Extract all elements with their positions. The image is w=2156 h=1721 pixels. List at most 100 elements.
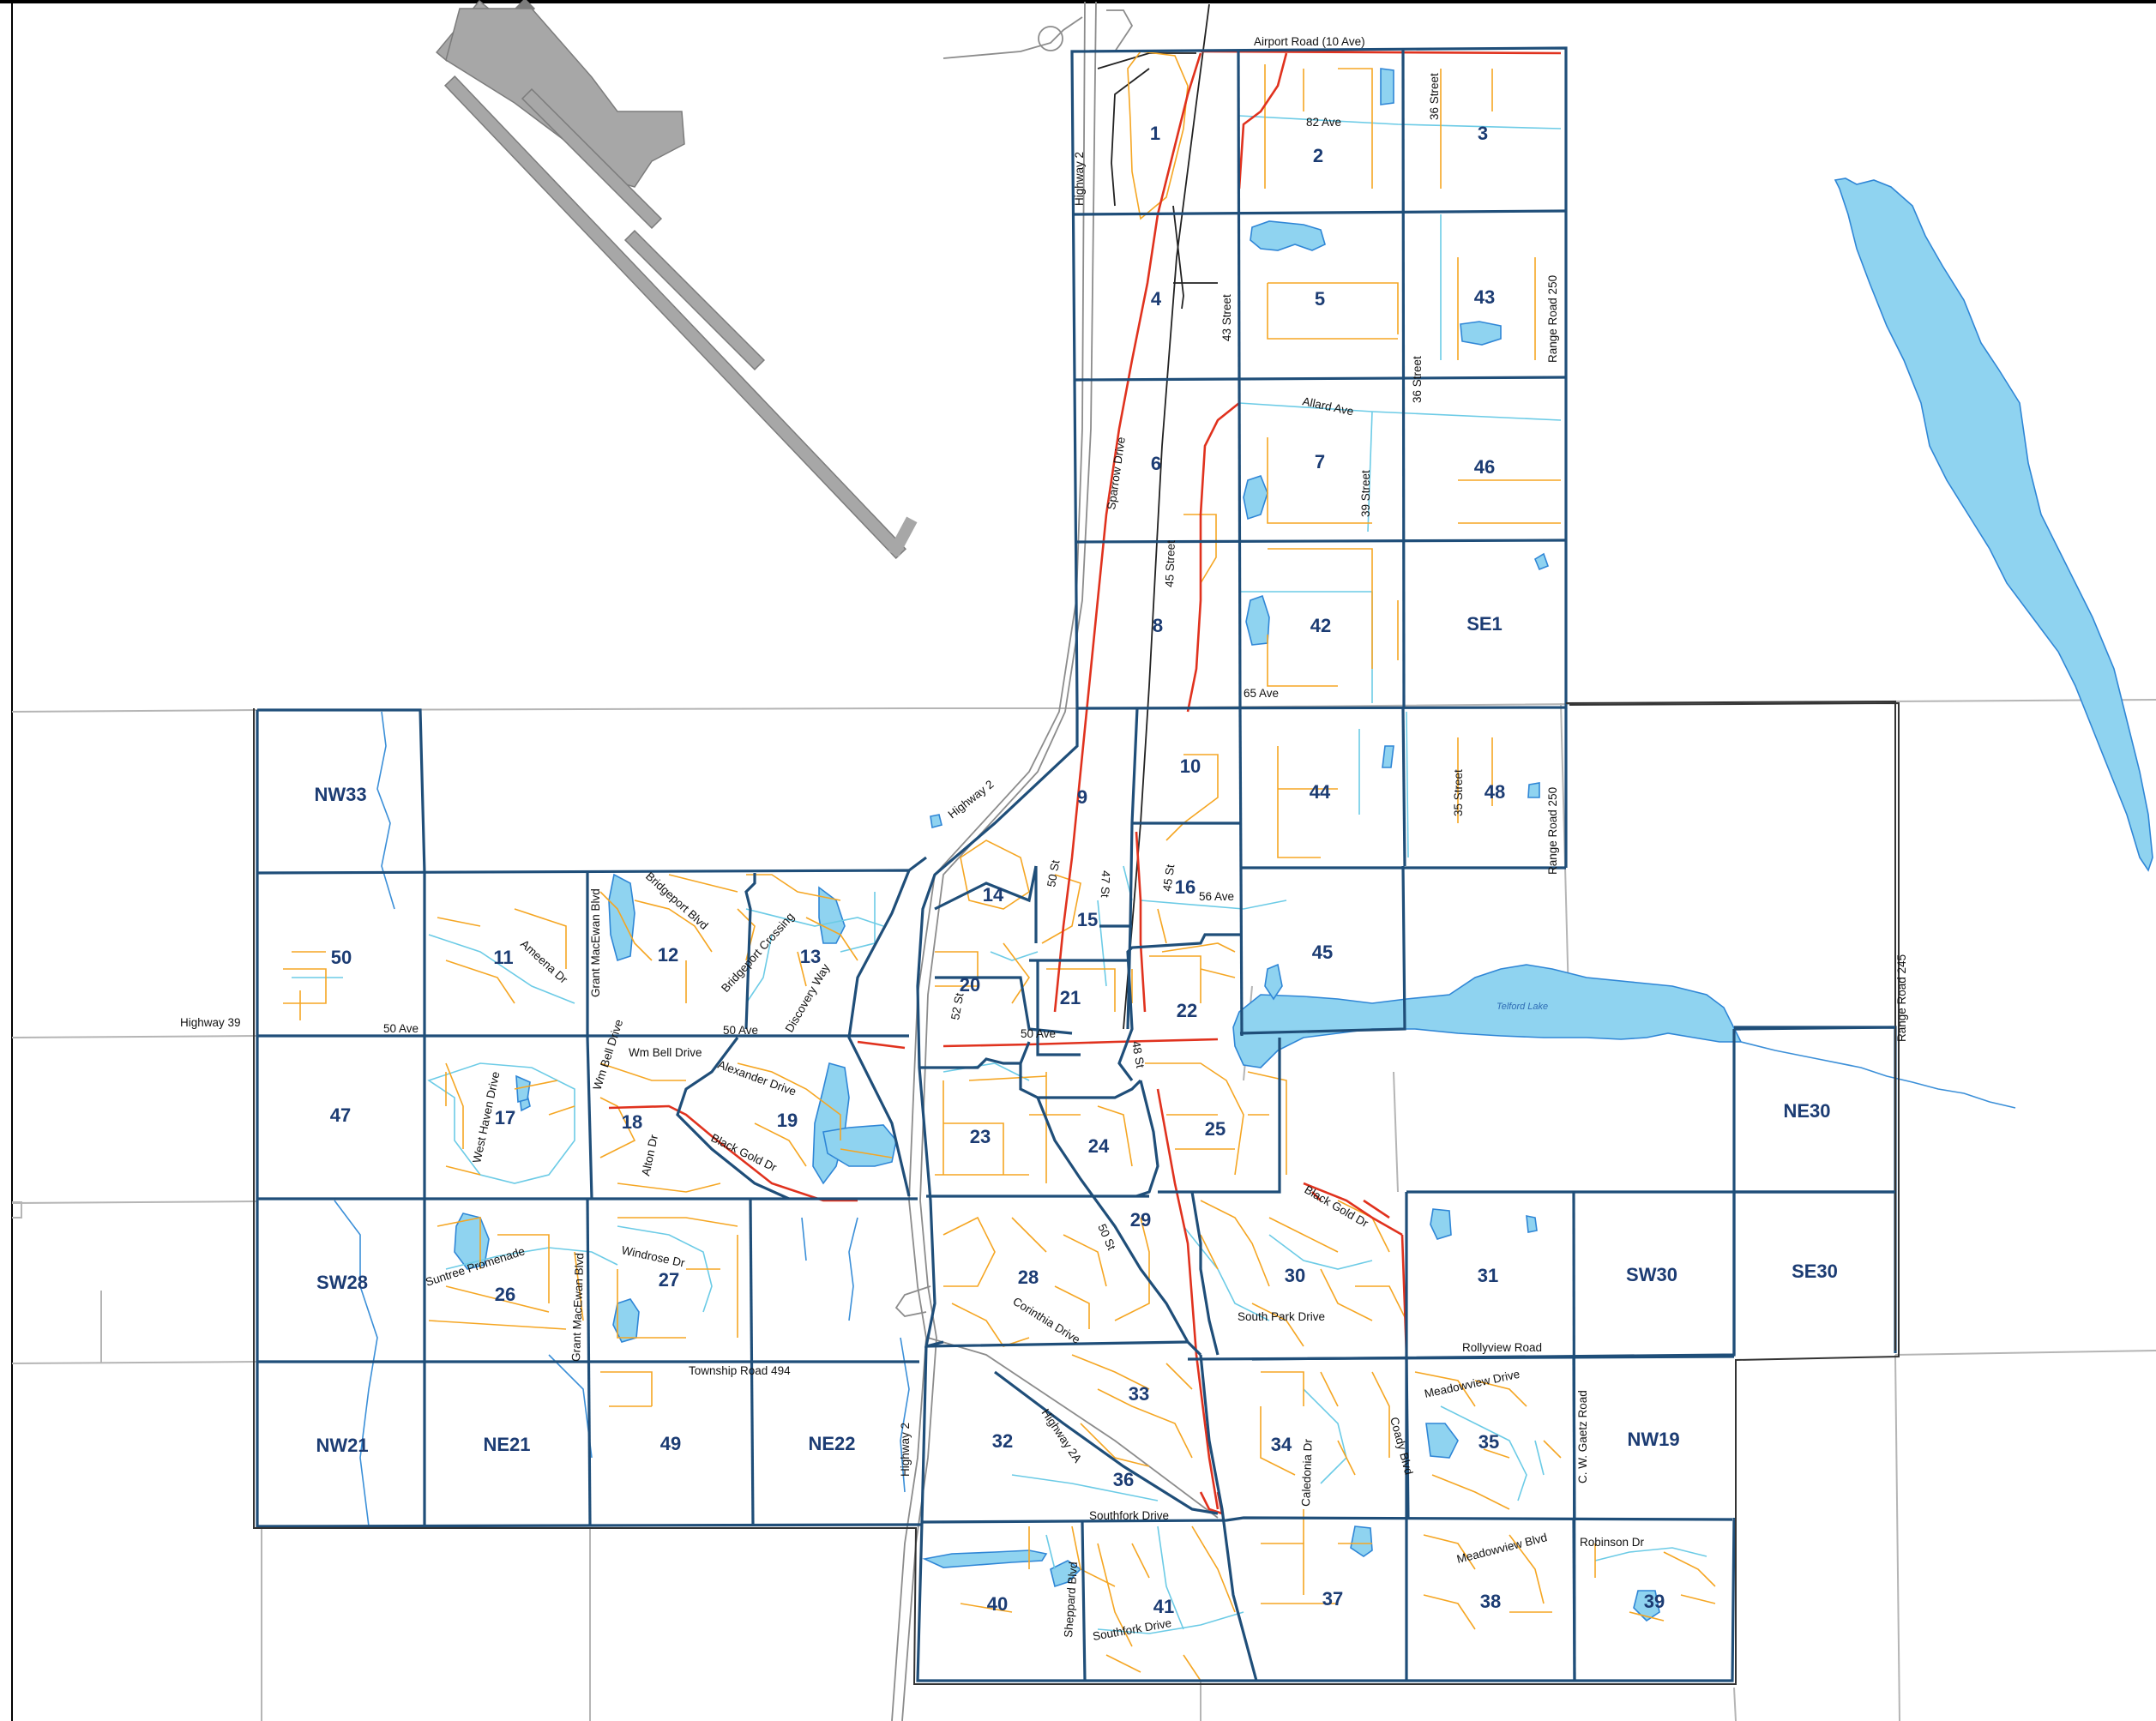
road-label-65-ave: 65 Ave bbox=[1244, 687, 1279, 700]
zone-label-9: 9 bbox=[1077, 786, 1087, 808]
zone-label-40: 40 bbox=[987, 1593, 1008, 1615]
road-label-sheppard-blvd: Sheppard Blvd bbox=[1062, 1562, 1080, 1638]
zone-label-29: 29 bbox=[1130, 1209, 1151, 1231]
zone-label-46: 46 bbox=[1474, 456, 1495, 478]
road-label-50-ave-east: 50 Ave bbox=[1021, 1027, 1056, 1040]
zone-label-30: 30 bbox=[1285, 1265, 1305, 1286]
zone-label-15: 15 bbox=[1077, 909, 1098, 930]
zone-label-41: 41 bbox=[1153, 1596, 1174, 1617]
zone-label-nw19: NW19 bbox=[1627, 1429, 1679, 1450]
road-label-48-st: 48 St bbox=[1129, 1040, 1147, 1069]
zone-label-48: 48 bbox=[1485, 781, 1505, 803]
road-label-highway-39: Highway 39 bbox=[180, 1016, 241, 1029]
road-label-45-street: 45 Street bbox=[1163, 540, 1177, 588]
zone-label-11: 11 bbox=[493, 947, 513, 968]
zone-label-ne22: NE22 bbox=[808, 1433, 855, 1454]
zone-label-18: 18 bbox=[622, 1111, 642, 1133]
zone-label-44: 44 bbox=[1310, 781, 1331, 803]
zone-label-33: 33 bbox=[1129, 1383, 1149, 1405]
road-label-50-ave-central: 50 Ave bbox=[723, 1024, 758, 1037]
zone-label-sw30: SW30 bbox=[1626, 1264, 1677, 1285]
zone-label-19: 19 bbox=[777, 1110, 798, 1131]
arterial-roads bbox=[608, 50, 1562, 1515]
collector-streets bbox=[292, 115, 1707, 1634]
zone-label-20: 20 bbox=[960, 974, 980, 996]
zone-label-26: 26 bbox=[495, 1284, 515, 1305]
road-label-south-park-drive: South Park Drive bbox=[1238, 1310, 1325, 1323]
road-label-range-road-250-a: Range Road 250 bbox=[1546, 275, 1559, 363]
zone-label-32: 32 bbox=[992, 1430, 1013, 1452]
road-label-52-st: 52 St bbox=[949, 992, 966, 1021]
zone-label-35: 35 bbox=[1478, 1431, 1499, 1453]
road-label-grant-macewan-blvd-north: Grant MacEwan Blvd bbox=[589, 888, 602, 997]
road-label-highway-2-north: Highway 2 bbox=[1073, 152, 1086, 206]
zone-label-47: 47 bbox=[330, 1104, 351, 1126]
zone-label-37: 37 bbox=[1322, 1588, 1343, 1610]
zone-label-23: 23 bbox=[970, 1126, 991, 1147]
road-label-grant-macewan-blvd-south: Grant MacEwan Blvd bbox=[569, 1253, 586, 1362]
zone-label-3: 3 bbox=[1478, 123, 1488, 144]
zone-label-45: 45 bbox=[1312, 942, 1333, 963]
zone-label-5: 5 bbox=[1315, 288, 1325, 310]
zone-label-ne21: NE21 bbox=[483, 1434, 530, 1455]
zone-label-13: 13 bbox=[800, 946, 821, 967]
railway bbox=[1097, 3, 1218, 1030]
zone-label-14: 14 bbox=[983, 884, 1004, 906]
road-label-rollyview-road: Rollyview Road bbox=[1462, 1341, 1542, 1354]
zone-label-nw21: NW21 bbox=[316, 1435, 368, 1456]
airport bbox=[436, 0, 918, 560]
zone-label-25: 25 bbox=[1205, 1118, 1226, 1140]
zone-label-36: 36 bbox=[1113, 1469, 1134, 1490]
zone-label-8: 8 bbox=[1153, 615, 1163, 636]
zone-label-se1: SE1 bbox=[1466, 613, 1503, 635]
road-label-45-st: 45 St bbox=[1160, 864, 1177, 893]
road-label-50-ave-west: 50 Ave bbox=[383, 1022, 419, 1035]
zone-label-2: 2 bbox=[1313, 145, 1323, 166]
zone-label-49: 49 bbox=[660, 1433, 681, 1454]
road-label-43-street: 43 Street bbox=[1220, 294, 1233, 341]
zone-label-43: 43 bbox=[1474, 286, 1495, 308]
zone-label-39: 39 bbox=[1644, 1591, 1665, 1612]
zone-label-22: 22 bbox=[1177, 1000, 1197, 1021]
road-label-39-street: 39 Street bbox=[1359, 470, 1372, 517]
zone-label-21: 21 bbox=[1060, 987, 1081, 1008]
zone-label-ne30: NE30 bbox=[1783, 1100, 1830, 1122]
zone-label-38: 38 bbox=[1480, 1591, 1501, 1612]
zone-label-sw28: SW28 bbox=[316, 1272, 368, 1293]
water-bodies bbox=[454, 68, 2153, 1622]
road-label-36-street-a: 36 Street bbox=[1428, 73, 1441, 120]
zone-label-1: 1 bbox=[1150, 123, 1160, 144]
local-streets bbox=[283, 51, 1716, 1682]
zone-label-nw33: NW33 bbox=[314, 784, 366, 805]
zone-label-42: 42 bbox=[1310, 615, 1331, 636]
zone-label-16: 16 bbox=[1175, 876, 1195, 898]
zone-label-27: 27 bbox=[659, 1269, 679, 1291]
zone-label-28: 28 bbox=[1018, 1267, 1039, 1288]
road-label-50-st-a: 50 St bbox=[1045, 859, 1062, 888]
road-label-36-street-b: 36 Street bbox=[1411, 356, 1424, 403]
lake-label-telford: Telford Lake bbox=[1497, 1002, 1548, 1012]
road-label-range-road-245: Range Road 245 bbox=[1895, 954, 1908, 1042]
road-label-robinson-dr: Robinson Dr bbox=[1580, 1536, 1645, 1549]
section-grid bbox=[11, 699, 2156, 1721]
road-label-airport-road: Airport Road (10 Ave) bbox=[1254, 35, 1365, 48]
road-label-southfork-drive: Southfork Drive bbox=[1089, 1509, 1169, 1522]
road-label-35-street: 35 Street bbox=[1452, 769, 1465, 816]
zone-label-7: 7 bbox=[1315, 451, 1325, 472]
road-label-range-road-250-b: Range Road 250 bbox=[1546, 787, 1559, 875]
zone-label-4: 4 bbox=[1151, 288, 1162, 310]
road-label-82-ave: 82 Ave bbox=[1306, 116, 1341, 129]
zone-label-6: 6 bbox=[1151, 453, 1161, 474]
road-label-highway-2-south: Highway 2 bbox=[899, 1423, 912, 1477]
zone-label-se30: SE30 bbox=[1792, 1261, 1838, 1282]
zone-label-24: 24 bbox=[1088, 1135, 1110, 1157]
zone-label-50: 50 bbox=[331, 947, 352, 968]
road-label-56-ave: 56 Ave bbox=[1199, 890, 1234, 903]
road-label-township-road-494: Township Road 494 bbox=[689, 1364, 791, 1377]
zone-label-34: 34 bbox=[1271, 1434, 1292, 1455]
road-label-47-st: 47 St bbox=[1099, 870, 1112, 898]
zone-label-12: 12 bbox=[658, 944, 678, 966]
zone-label-17: 17 bbox=[495, 1107, 515, 1128]
